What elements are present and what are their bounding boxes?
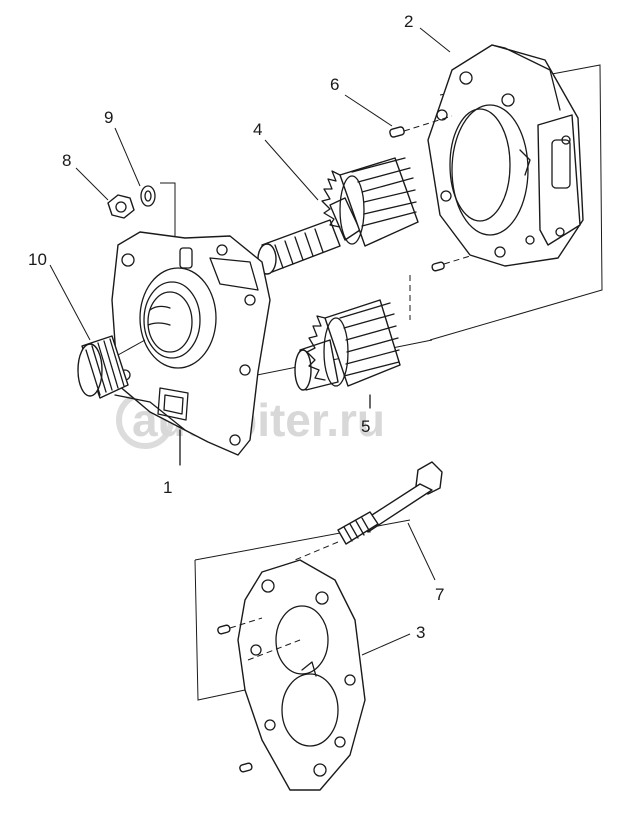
callout-1: 1 <box>163 478 172 497</box>
leader-lines <box>49 27 451 656</box>
callout-8: 8 <box>62 151 71 170</box>
driven-gear <box>294 275 411 409</box>
callout-7: 7 <box>435 585 444 604</box>
drive-gear-shaft <box>257 157 419 275</box>
callout-10: 10 <box>28 250 47 269</box>
callout-labels: 1 2 3 4 5 6 7 8 9 10 <box>28 12 444 642</box>
needle-bearing <box>77 335 146 399</box>
washer <box>140 185 156 207</box>
rear-cover <box>217 559 366 791</box>
callout-5: 5 <box>361 417 370 436</box>
callout-3: 3 <box>416 623 425 642</box>
nut <box>107 194 135 219</box>
callout-2: 2 <box>404 12 413 31</box>
front-cover <box>111 231 271 466</box>
callout-4: 4 <box>253 120 262 139</box>
callout-9: 9 <box>104 108 113 127</box>
dowel-pin <box>389 115 471 272</box>
pump-body <box>427 44 584 267</box>
bolt <box>294 461 443 561</box>
callout-6: 6 <box>330 75 339 94</box>
